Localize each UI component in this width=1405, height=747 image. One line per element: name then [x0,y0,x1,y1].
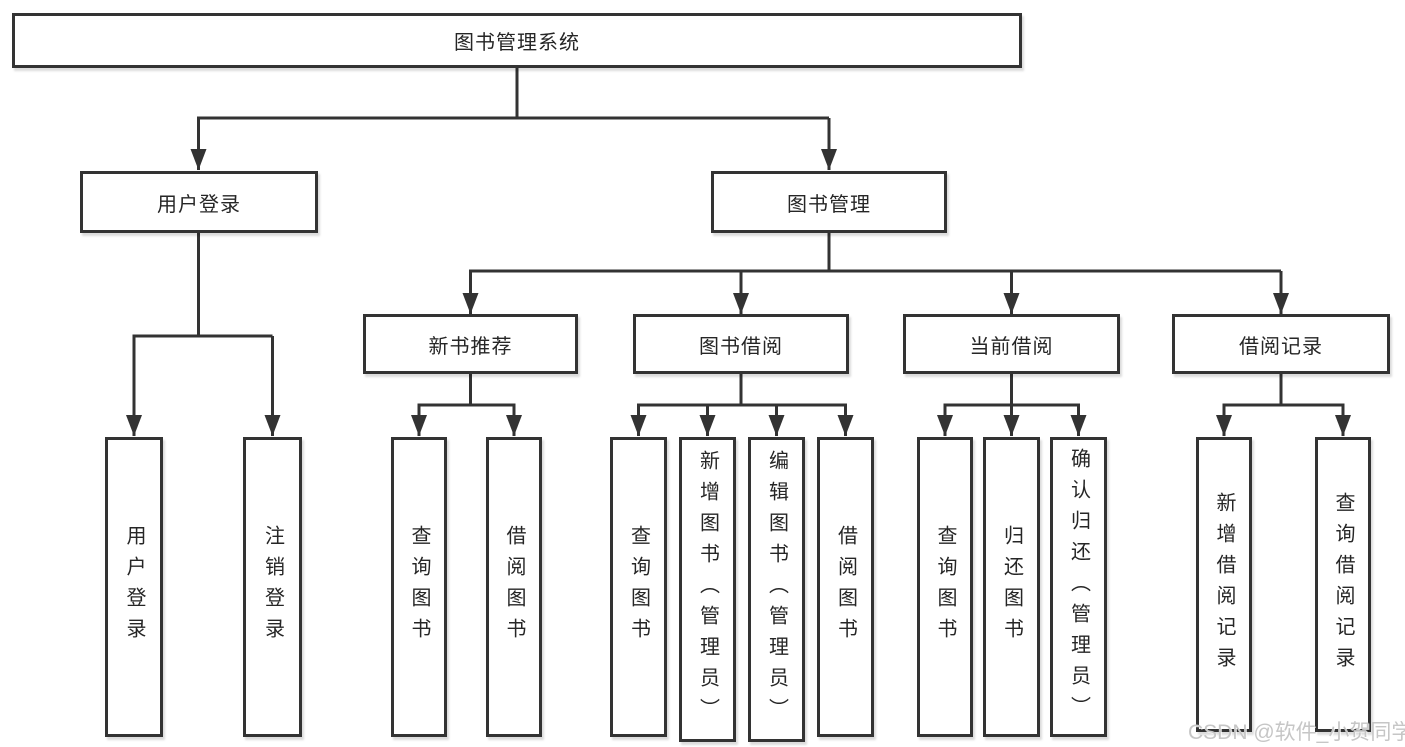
node-new-book-recommendation: 新书推荐 [363,314,578,374]
leaf-query-borrow-record: 查询借阅记录 [1315,437,1371,732]
leaf-return-books: 归还图书 [983,437,1040,737]
node-borrowing-records: 借阅记录 [1172,314,1390,374]
leaf-logout: 注销登录 [243,437,302,737]
leaf-query-books-current: 查询图书 [917,437,973,737]
leaf-borrow-books-recommend: 借阅图书 [486,437,542,737]
csdn-watermark: CSDN @软件_小贺同学 [1188,721,1405,744]
leaf-borrow-books-borrowing: 借阅图书 [817,437,874,737]
leaf-add-books-admin: 新增图书（管理员） [679,437,736,742]
leaf-query-books-borrowing: 查询图书 [610,437,667,737]
node-current-borrowing: 当前借阅 [903,314,1120,374]
leaf-user-login: 用户登录 [105,437,163,737]
node-library-management-system: 图书管理系统 [12,13,1022,68]
leaf-add-borrow-record: 新增借阅记录 [1196,437,1252,732]
leaf-query-books-recommend: 查询图书 [391,437,447,737]
node-book-management: 图书管理 [711,171,947,233]
node-user-login: 用户登录 [80,171,318,233]
leaf-edit-books-admin: 编辑图书（管理员） [748,437,805,742]
node-book-borrowing: 图书借阅 [633,314,849,374]
leaf-confirm-return-admin: 确认归还（管理员） [1050,437,1107,737]
